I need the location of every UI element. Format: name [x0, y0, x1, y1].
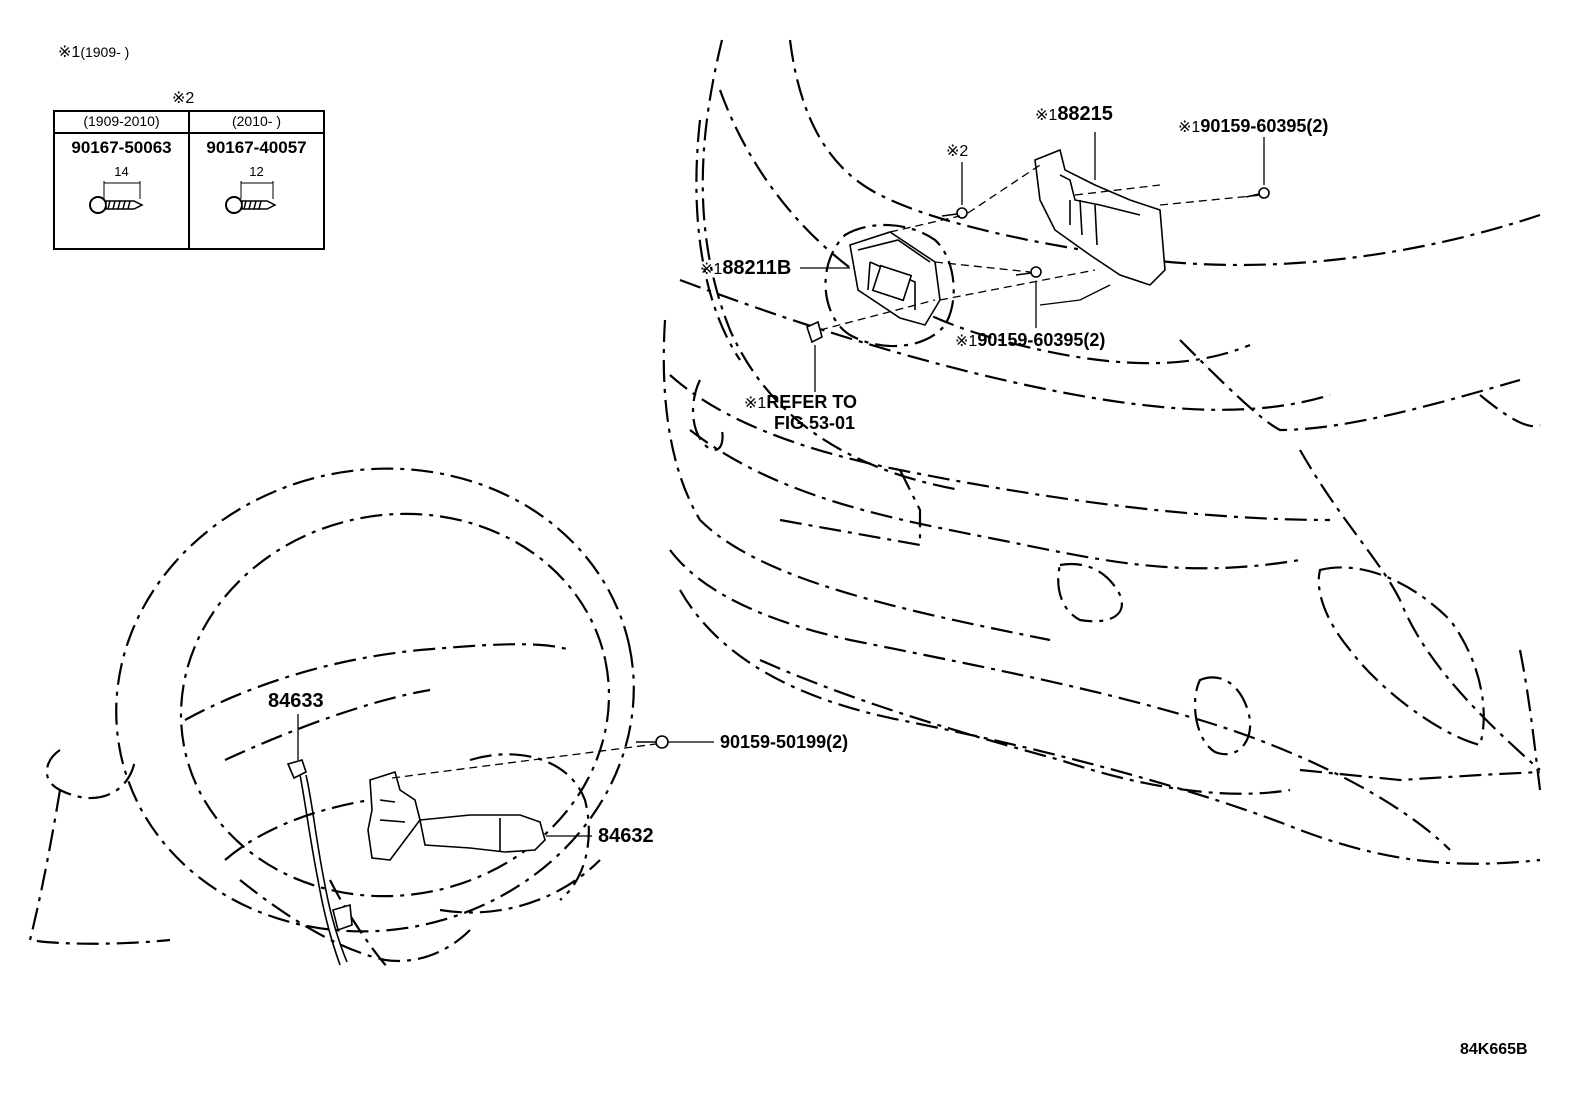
length-2: 12 [249, 164, 264, 179]
screw-cell-1: 90167-50063 14 [53, 132, 190, 250]
callout-marker: ※1 [1178, 119, 1201, 136]
note2-label: ※2 [172, 87, 194, 109]
callout-marker: ※1 [955, 333, 978, 350]
part-number-1: 90167-50063 [71, 138, 172, 157]
steering-wheel-outline [28, 467, 635, 971]
part-number: 90159-60395(2) [977, 330, 1106, 350]
note1-marker: ※1 [58, 44, 81, 61]
part-number: 90159-50199(2) [720, 732, 849, 752]
harness-84633-shape [286, 759, 353, 966]
callout-refer[interactable]: ※1REFER TO [744, 392, 857, 414]
vehicle-front-outline [662, 39, 1542, 865]
part-number: 90159-60395(2) [1200, 116, 1329, 136]
part-number: 84632 [598, 825, 654, 847]
note2-marker: ※2 [172, 90, 195, 107]
note1-range: (1909- ) [80, 44, 130, 60]
screw-spec-table: (1909-2010) (2010- ) 90167-50063 14 9016… [53, 110, 325, 250]
callout-refer-line2[interactable]: FIG 53-01 [774, 413, 855, 433]
switch-84632-shape [367, 770, 546, 861]
refer-line2: FIG 53-01 [774, 413, 856, 433]
callout-marker: ※2 [946, 143, 969, 160]
length-1: 14 [114, 164, 129, 179]
refer-line1: REFER TO [766, 392, 857, 412]
tapping-screw-icon [224, 181, 277, 214]
part-number: 88211B [722, 257, 792, 279]
leader-lines [297, 132, 1265, 837]
callout-screw-90159-50199[interactable]: 90159-50199(2) [720, 732, 848, 752]
callout-harness-84633[interactable]: 84633 [268, 691, 324, 711]
bracket-88215-shape [1034, 148, 1166, 286]
callout-screw-mark[interactable]: ※2 [946, 140, 968, 162]
callout-marker: ※1 [700, 261, 723, 278]
callout-marker: ※1 [1035, 107, 1058, 124]
part-number-2: 90167-40057 [206, 138, 307, 157]
callout-switch-84632[interactable]: 84632 [598, 826, 654, 846]
callout-clip-top[interactable]: ※190159-60395(2) [1178, 116, 1328, 138]
figure-code: 84K665B [1460, 1041, 1528, 1058]
part-number: 88215 [1057, 103, 1113, 125]
part-number: 84633 [268, 690, 324, 712]
callout-clip-mid[interactable]: ※190159-60395(2) [955, 330, 1105, 352]
callout-marker: ※1 [744, 395, 767, 412]
tapping-screw-icon [88, 181, 144, 214]
screw-cell-2: 90167-40057 12 [188, 132, 325, 250]
fastener-shapes [636, 187, 1270, 749]
period-cell-1: (1909-2010) [53, 110, 190, 134]
note1-label: ※1(1909- ) [58, 41, 129, 63]
callout-sensor-88211b[interactable]: ※188211B [700, 258, 791, 280]
callout-bracket-88215[interactable]: ※188215 [1035, 104, 1113, 126]
sensor-88211b-shape [849, 231, 941, 326]
period-cell-2: (2010- ) [188, 110, 325, 134]
